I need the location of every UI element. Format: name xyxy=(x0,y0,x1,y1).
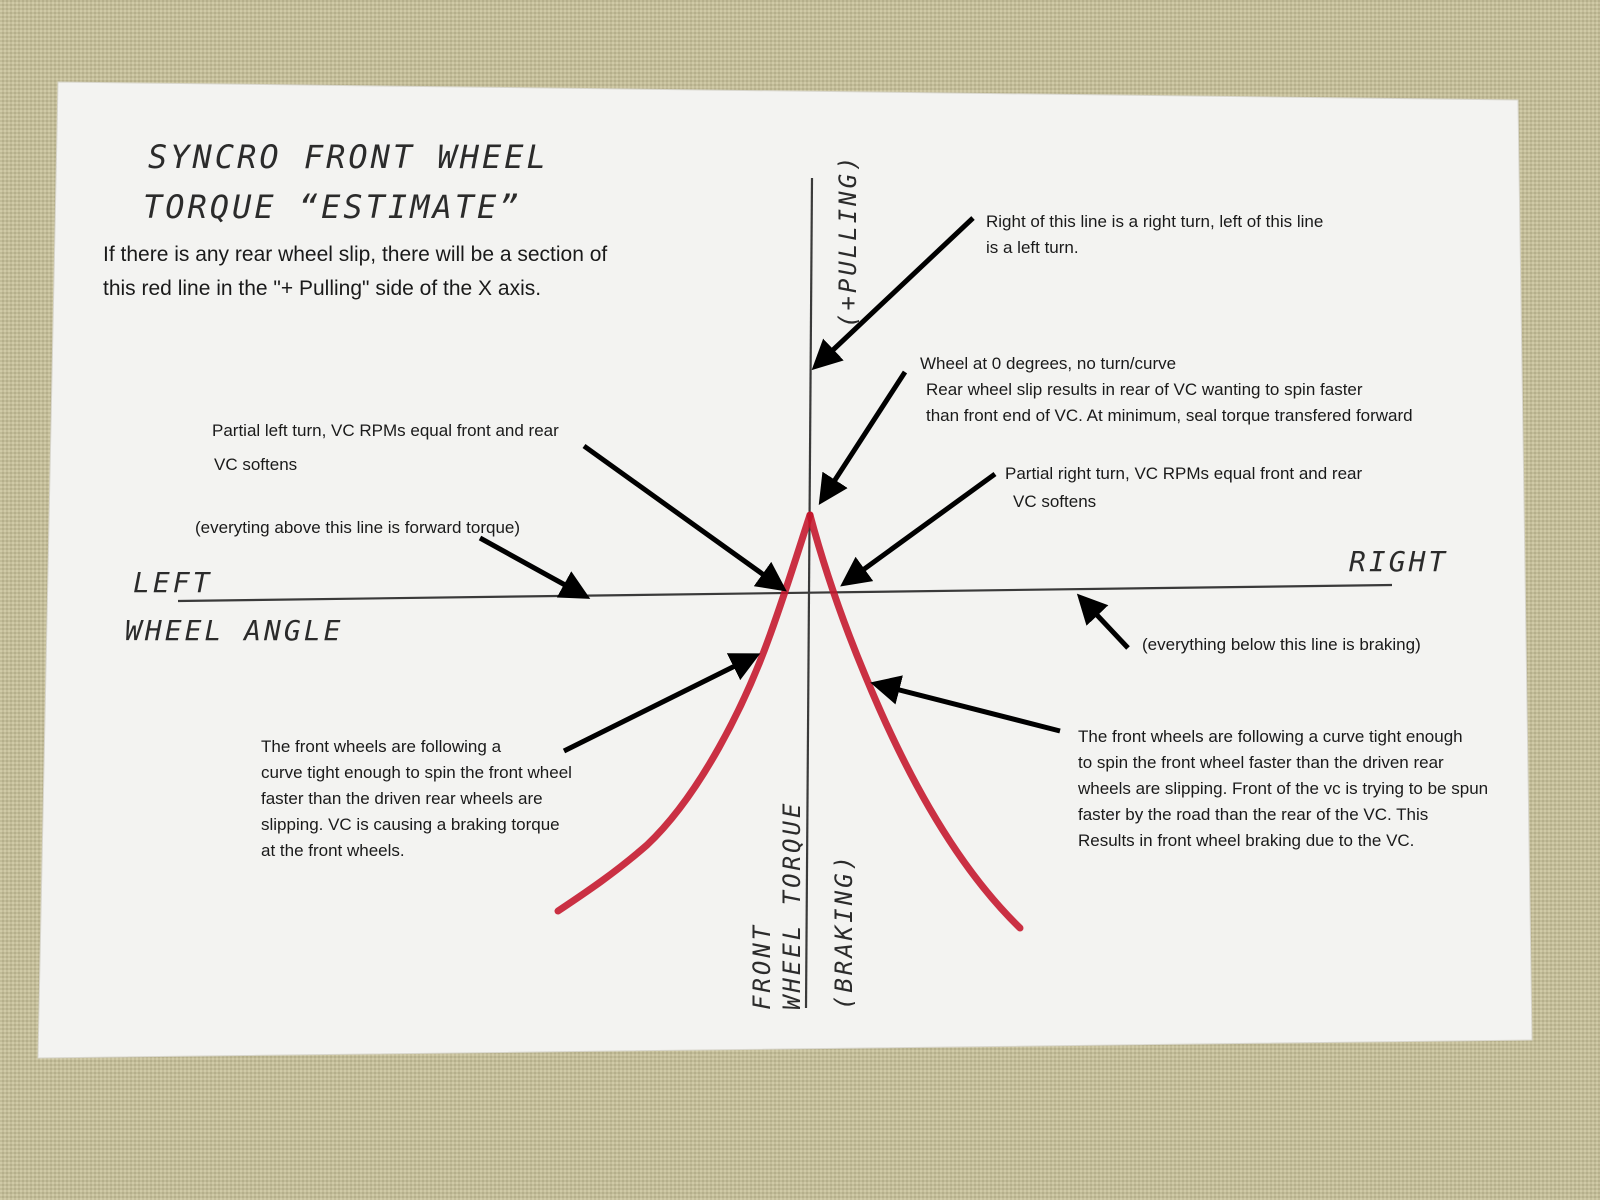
left-torque-curve xyxy=(554,511,814,915)
note-left-curve-1: The front wheels are following a xyxy=(261,737,502,756)
note-right-curve-2: to spin the front wheel faster than the … xyxy=(1078,753,1444,772)
note-left-curve-5: at the front wheels. xyxy=(261,841,405,860)
note-right-curve-5: Results in front wheel braking due to th… xyxy=(1078,831,1414,850)
note-left-curve-3: faster than the driven rear wheels are xyxy=(261,789,543,808)
arrow-left-curve xyxy=(562,653,761,754)
note-right-curve-3: wheels are slipping. Front of the vc is … xyxy=(1077,779,1488,798)
intro-line-2: this red line in the "+ Pulling" side of… xyxy=(103,277,541,300)
arrow-right-of-line xyxy=(811,216,975,371)
y-axis-top-label: (+PULLING) xyxy=(834,154,862,329)
note-left-curve-4: slipping. VC is causing a braking torque xyxy=(261,815,560,834)
arrow-zero-degrees xyxy=(818,370,908,506)
note-zero-degrees-3: than front end of VC. At minimum, seal t… xyxy=(926,406,1413,425)
note-partial-left-2: VC softens xyxy=(214,455,297,474)
note-right-curve-4: faster by the road than the rear of the … xyxy=(1078,805,1428,824)
note-zero-degrees-1: Wheel at 0 degrees, no turn/curve xyxy=(920,354,1176,373)
arrow-forward-torque xyxy=(478,535,591,599)
y-axis-bottom-label-2: WHEEL TORQUE xyxy=(778,801,806,1010)
x-axis-label: WHEEL ANGLE xyxy=(125,614,343,647)
note-partial-right-1: Partial right turn, VC RPMs equal front … xyxy=(1005,464,1362,483)
note-right-curve-1: The front wheels are following a curve t… xyxy=(1078,727,1463,746)
note-right-of-line-1: Right of this line is a right turn, left… xyxy=(986,212,1323,231)
y-axis-bottom-label-3: (BRAKING) xyxy=(830,853,858,1010)
note-partial-left-1: Partial left turn, VC RPMs equal front a… xyxy=(212,421,559,440)
arrow-partial-left xyxy=(582,443,787,592)
arrow-braking xyxy=(1076,593,1130,650)
right-label: RIGHT xyxy=(1349,545,1448,578)
left-label: LEFT xyxy=(133,566,212,599)
note-partial-right-2: VC softens xyxy=(1013,492,1096,511)
note-left-curve-2: curve tight enough to spin the front whe… xyxy=(261,763,572,782)
note-braking: (everything below this line is braking) xyxy=(1142,635,1421,654)
note-zero-degrees-2: Rear wheel slip results in rear of VC wa… xyxy=(926,380,1363,399)
title-line-2: TORQUE “ESTIMATE” xyxy=(143,188,522,226)
y-axis-bottom-label-1: FRONT xyxy=(748,923,776,1010)
arrow-partial-right xyxy=(840,471,997,587)
arrow-right-curve xyxy=(870,675,1061,734)
y-axis-line xyxy=(804,177,814,1009)
title-line-1: SYNCRO FRONT WHEEL xyxy=(148,138,549,176)
note-forward-torque: (everyting above this line is forward to… xyxy=(195,518,520,537)
note-right-of-line-2: is a left turn. xyxy=(986,238,1079,257)
intro-line-1: If there is any rear wheel slip, there w… xyxy=(103,243,607,266)
